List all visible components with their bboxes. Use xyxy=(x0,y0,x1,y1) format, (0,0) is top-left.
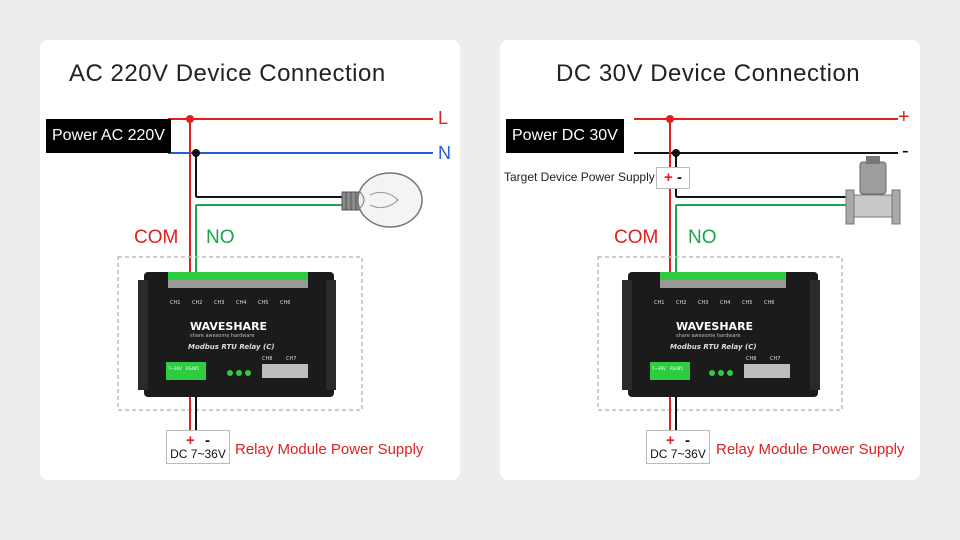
dc-ch-top-label: CH6 xyxy=(764,300,774,306)
dc-target-label: Target Device Power Supply xyxy=(504,170,655,184)
dc-plus-junction xyxy=(666,115,674,123)
ac-supply-terminal: + - DC 7~36V xyxy=(166,430,230,464)
dc-minus-junction xyxy=(672,149,680,157)
dc-ch-bottom-label: CH7 xyxy=(770,356,780,362)
dc-supply-plus: + xyxy=(666,432,675,449)
solenoid-valve-icon xyxy=(845,156,901,225)
dc-no-label: NO xyxy=(688,227,717,248)
dc-ch-bottom-label: CH8 xyxy=(746,356,756,362)
ac-ch-top-label: CH6 xyxy=(280,300,290,306)
ac-module-brand: WAVESHARE xyxy=(190,320,267,333)
ac-ch-top-label: CH4 xyxy=(236,300,246,306)
dc-plus-label: + xyxy=(898,106,910,128)
ac-ch-bottom-label: CH7 xyxy=(286,356,296,362)
dc-target-plus: + xyxy=(664,169,673,186)
ac-line-junction xyxy=(186,115,194,123)
dc-panel-title: DC 30V Device Connection xyxy=(556,60,861,87)
dc-ch-top-label: CH2 xyxy=(676,300,686,306)
dc-com-label: COM xyxy=(614,227,659,248)
dc-port-power-label: 7~36V xyxy=(652,366,666,371)
ac-ch-top-label: CH1 xyxy=(170,300,180,306)
dc-connection-panel: DC 30V Device Connection xyxy=(500,40,920,480)
dc-module-tagline: share awesome hardware xyxy=(676,333,740,339)
dc-supply-terminal: + - DC 7~36V xyxy=(646,430,710,464)
dc-minus-label: - xyxy=(902,140,909,162)
ac-port-power-label: 7~36V xyxy=(168,366,182,371)
light-bulb-icon xyxy=(341,172,423,228)
ac-supply-plus: + xyxy=(186,432,195,449)
dc-power-label: Power DC 30V xyxy=(506,119,624,153)
ac-line-label: L xyxy=(438,108,449,128)
ac-ch-top-label: CH5 xyxy=(258,300,268,306)
ac-ch-bottom-label: CH8 xyxy=(262,356,272,362)
ac-relay-module xyxy=(138,272,336,397)
dc-module-boundary xyxy=(597,256,843,411)
dc-supply-range: DC 7~36V xyxy=(650,447,706,461)
dc-wiring-diagram: WAVESHARE share awesome hardware Modbus … xyxy=(597,115,901,432)
ac-module-model: Modbus RTU Relay (C) xyxy=(188,343,275,351)
dc-ch-top-label: CH4 xyxy=(720,300,730,306)
ac-neutral-junction xyxy=(192,149,200,157)
ac-neutral-label: N xyxy=(438,143,451,163)
dc-supply-minus: - xyxy=(684,432,690,449)
ac-module-boundary xyxy=(117,256,363,411)
ac-connection-panel: AC 220V Device Connection xyxy=(40,40,460,480)
ac-ch-top-label: CH2 xyxy=(192,300,202,306)
dc-target-terminal: + - xyxy=(656,167,690,189)
ac-no-label: NO xyxy=(206,227,235,248)
ac-supply-minus: - xyxy=(204,432,210,449)
dc-ch-top-label: CH3 xyxy=(698,300,708,306)
dc-ch-top-label: CH1 xyxy=(654,300,664,306)
dc-module-brand: WAVESHARE xyxy=(676,320,753,333)
ac-ch-top-label: CH3 xyxy=(214,300,224,306)
ac-supply-caption: Relay Module Power Supply xyxy=(235,441,424,458)
dc-ch-top-label: CH5 xyxy=(742,300,752,306)
ac-panel-title: AC 220V Device Connection xyxy=(69,60,386,87)
ac-power-label: Power AC 220V xyxy=(46,119,171,153)
dc-relay-module xyxy=(622,272,820,397)
ac-port-rs485-label: RS485 xyxy=(186,366,199,371)
dc-module-model: Modbus RTU Relay (C) xyxy=(670,343,757,351)
dc-port-rs485-label: RS485 xyxy=(670,366,683,371)
ac-module-tagline: share awesome hardware xyxy=(190,333,254,339)
dc-target-minus: - xyxy=(676,169,682,186)
ac-wiring-diagram: WAVESHARE share awesome hardware Modbus … xyxy=(117,115,433,432)
dc-supply-caption: Relay Module Power Supply xyxy=(716,441,905,458)
ac-com-label: COM xyxy=(134,227,179,248)
ac-supply-range: DC 7~36V xyxy=(170,447,226,461)
